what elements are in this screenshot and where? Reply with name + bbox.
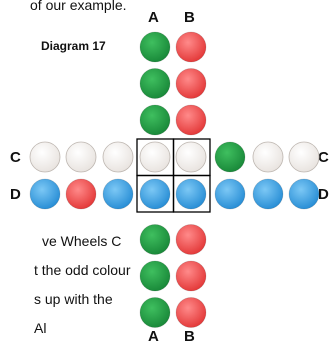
wheel-c-ball-1	[30, 142, 60, 172]
wheel-a-ball-8	[140, 298, 170, 328]
wheel-b-ball-2	[176, 69, 206, 99]
wheel-a-ball-2	[140, 69, 170, 99]
wheel-d-ball-3	[103, 179, 133, 209]
wheel-c-ball-2	[66, 142, 96, 172]
wheel-b-ball-7	[176, 261, 206, 291]
wheel-d-ball-6	[215, 179, 245, 209]
wheel-d-ball-1	[30, 179, 60, 209]
wheel-a-ball-6	[140, 225, 170, 255]
wheel-c-ball-7	[253, 142, 283, 172]
wheel-c-ball-3	[103, 142, 133, 172]
wheel-b-ball-8	[176, 298, 206, 328]
wheel-c-ball-4	[140, 142, 170, 172]
wheel-d-ball-7	[253, 179, 283, 209]
wheel-c-ball-8	[289, 142, 319, 172]
wheel-a-ball-3	[140, 105, 170, 135]
body-text-line-2: t the odd colour	[34, 263, 131, 277]
wheel-d-ball-2	[66, 179, 96, 209]
wheel-b-ball-3	[176, 105, 206, 135]
wheel-d-ball-5	[176, 179, 206, 209]
wheel-b-ball-1	[176, 32, 206, 62]
wheel-a-ball-7	[140, 261, 170, 291]
wheel-b-ball-6	[176, 225, 206, 255]
wheel-a-ball-1	[140, 32, 170, 62]
wheel-c-ball-5	[176, 142, 206, 172]
wheel-c-ball-6	[215, 142, 245, 172]
body-text-line-3: s up with the	[34, 292, 113, 306]
body-text-line-4: Al	[34, 321, 46, 335]
wheel-d-ball-8	[289, 179, 319, 209]
body-text-line-1: ve Wheels C	[42, 234, 121, 248]
wheel-d-ball-4	[140, 179, 170, 209]
